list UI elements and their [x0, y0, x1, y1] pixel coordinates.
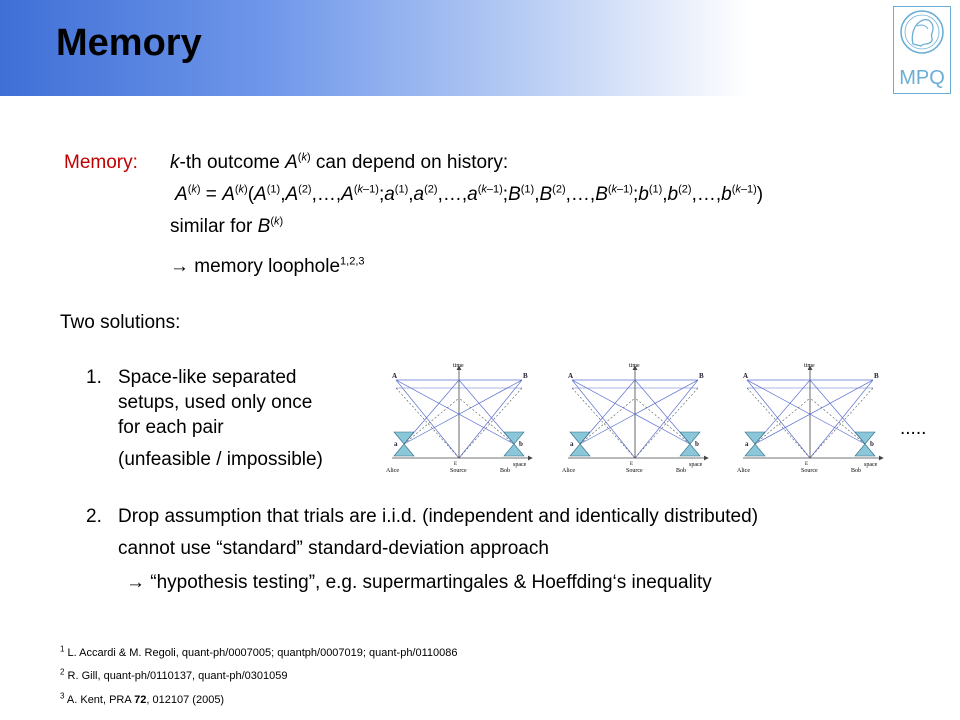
label-e: E [454, 462, 457, 467]
label-b: b [695, 440, 699, 448]
bob-setup [679, 431, 701, 457]
signal-line [458, 379, 523, 459]
label-bob: Bob [676, 468, 686, 474]
label-A: A [568, 372, 573, 380]
label-B: B [523, 372, 528, 380]
signal-line [395, 379, 515, 445]
solution-2-line-3: → “hypothesis testing”, e.g. supermartin… [126, 572, 712, 593]
alice-setup [569, 431, 591, 457]
label-source: Source [626, 468, 643, 474]
alice-setup [393, 431, 415, 457]
solution-1-line-2: setups, used only once [118, 392, 313, 413]
label-e: E [805, 462, 808, 467]
label-a: a [745, 440, 749, 448]
signal-line [746, 379, 811, 459]
slide-title: Memory [56, 22, 202, 64]
memory-formula: A(k) = A(k)(A(1),A(2),…,A(k–1);a(1),a(2)… [175, 183, 764, 205]
solution-2-line-1: Drop assumption that trials are i.i.d. (… [118, 506, 759, 527]
solution-1-line-1: Space-like separated [118, 367, 297, 388]
label-b: b [519, 440, 523, 448]
label-source: Source [450, 468, 467, 474]
solution-1-number: 1. [86, 367, 102, 388]
svg-text:MPQ: MPQ [899, 67, 945, 89]
alice-setup [744, 431, 766, 457]
time-label: time [804, 363, 815, 369]
space-label: space [513, 462, 527, 468]
label-A: A [392, 372, 397, 380]
space-label: space [864, 462, 878, 468]
solution-2-line-2: cannot use “standard” standard-deviation… [118, 538, 549, 559]
light-cone-line [403, 397, 460, 445]
signal-line [809, 379, 874, 459]
light-cone-line [754, 397, 811, 445]
memory-loophole: → memory loophole1,2,3 [170, 255, 365, 277]
signal-line [579, 379, 699, 445]
label-alice: Alice [737, 468, 750, 474]
bob-setup [503, 431, 525, 457]
label-bob: Bob [851, 468, 861, 474]
time-label: time [453, 363, 464, 369]
solution-2-number: 2. [86, 506, 102, 527]
footnote-1: 1 L. Accardi & M. Regoli, quant-ph/00070… [60, 644, 458, 659]
label-bob: Bob [500, 468, 510, 474]
memory-label: Memory: [64, 152, 138, 173]
bob-setup [854, 431, 876, 457]
title-bar [0, 0, 960, 96]
solution-1-line-3: for each pair [118, 417, 224, 438]
label-b: b [870, 440, 874, 448]
signal-line [403, 379, 523, 445]
solution-1-note: (unfeasible / impossible) [118, 449, 323, 470]
memory-line-1: k-th outcome A(k) can depend on history: [170, 151, 509, 173]
mpq-logo: MPQ [893, 6, 951, 94]
diagram-ellipsis: ..... [900, 418, 927, 439]
label-source: Source [801, 468, 818, 474]
label-A: A [743, 372, 748, 380]
label-a: a [394, 440, 398, 448]
label-a: a [570, 440, 574, 448]
solutions-heading: Two solutions: [60, 312, 181, 333]
memory-similar: similar for B(k) [170, 215, 284, 237]
footnote-2: 2 R. Gill, quant-ph/0110137, quant-ph/03… [60, 667, 288, 682]
label-B: B [874, 372, 879, 380]
signal-line [754, 379, 874, 445]
light-cone-line [809, 397, 866, 445]
signal-line [395, 379, 460, 459]
space-label: space [689, 462, 703, 468]
signal-line [571, 379, 691, 445]
signal-line [746, 379, 866, 445]
light-cone-line [458, 397, 515, 445]
signal-line [634, 379, 699, 459]
signal-line [571, 379, 636, 459]
light-cone-line [579, 397, 636, 445]
label-alice: Alice [562, 468, 575, 474]
label-B: B [699, 372, 704, 380]
label-e: E [630, 462, 633, 467]
light-cone-line [634, 397, 691, 445]
time-label: time [629, 363, 640, 369]
label-alice: Alice [386, 468, 399, 474]
footnote-3: 3 A. Kent, PRA 72, 012107 (2005) [60, 691, 225, 706]
